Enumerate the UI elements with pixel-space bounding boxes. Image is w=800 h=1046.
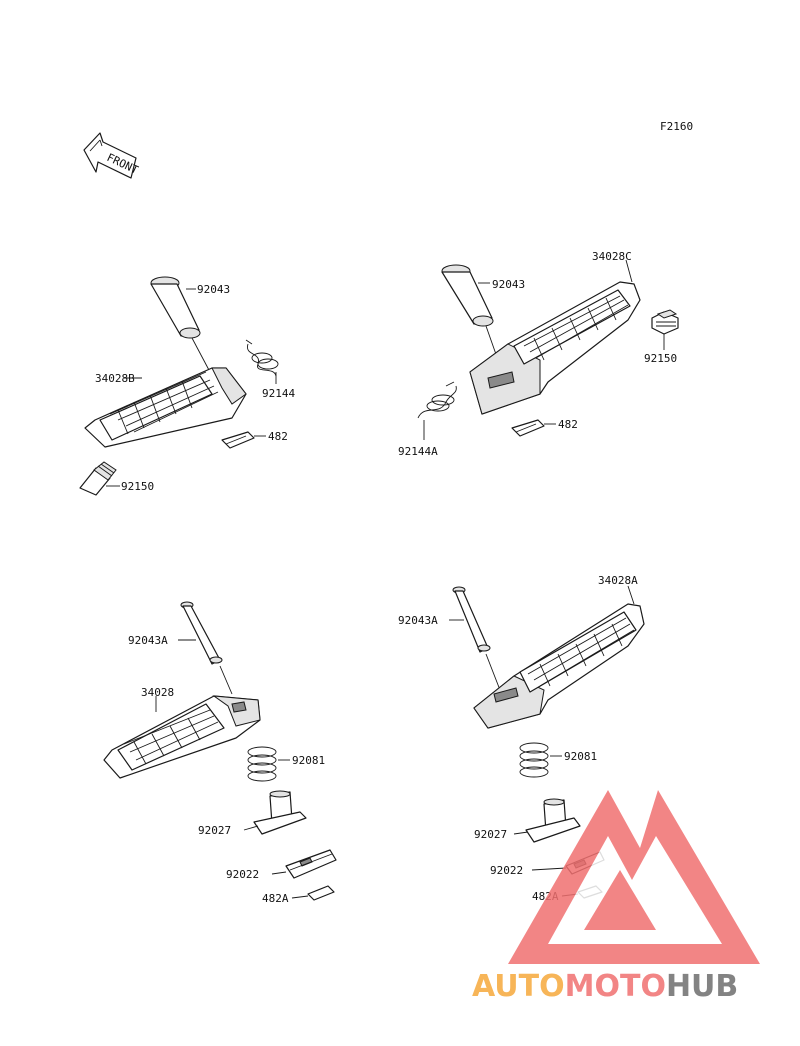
callout-92081-d: 92081 <box>564 750 597 763</box>
part-clip-482-a <box>221 431 255 449</box>
callout-34028C: 34028C <box>592 250 632 263</box>
callout-34028A: 34028A <box>598 574 638 587</box>
callout-92027-c: 92027 <box>198 824 231 837</box>
part-bracket-92027-c <box>253 790 307 835</box>
callout-34028: 34028 <box>141 686 174 699</box>
part-plate-92022-c <box>285 849 337 879</box>
part-spring-92081-d <box>519 742 549 778</box>
callout-92150-a: 92150 <box>121 480 154 493</box>
part-pin-92043-b <box>441 264 494 327</box>
front-arrow-icon: FRONT <box>83 132 141 179</box>
assembly-bottom-right: 92043A 34028A 92081 92027 <box>398 574 645 903</box>
part-spring-92081-c <box>247 746 277 782</box>
part-rubber-92150-a <box>79 461 117 496</box>
callout-92043A-d: 92043A <box>398 614 438 627</box>
watermark: AUTOMOTOHUB <box>472 790 760 1004</box>
callout-482-b: 482 <box>558 418 578 431</box>
callout-482-a: 482 <box>268 430 288 443</box>
part-spring-92144A <box>417 381 457 419</box>
callout-92043A-c: 92043A <box>128 634 168 647</box>
callout-92022-d: 92022 <box>490 864 523 877</box>
watermark-logo-icon <box>508 790 760 964</box>
part-footpeg-34028B <box>84 367 247 448</box>
assembly-bottom-left: 92043A 34028 92081 92027 <box>103 601 337 905</box>
part-spring-92144 <box>245 339 279 377</box>
assembly-top-right: 92043 34028C 92150 92144A <box>398 250 679 458</box>
callout-92022-c: 92022 <box>226 868 259 881</box>
callout-92144A-b: 92144A <box>398 445 438 458</box>
part-pin-92043A-c <box>180 601 223 665</box>
callout-482A-c: 482A <box>262 892 289 905</box>
callout-92043-b: 92043 <box>492 278 525 291</box>
part-pin-92043-a <box>150 276 201 339</box>
callout-92144: 92144 <box>262 387 295 400</box>
callout-92043-a: 92043 <box>197 283 230 296</box>
svg-text:AUTOMOTOHUB: AUTOMOTOHUB <box>472 969 738 1004</box>
callout-92081-c: 92081 <box>292 754 325 767</box>
part-footpeg-34028 <box>103 695 261 779</box>
figure-code: F2160 <box>660 120 693 133</box>
watermark-brand-hub: HUB <box>666 969 738 1004</box>
watermark-brand-auto: AUTO <box>472 969 565 1004</box>
callout-34028B: 34028B <box>95 372 135 385</box>
assembly-top-left: 92043 34028B 92144 482 <box>79 276 295 496</box>
part-footpeg-34028A <box>473 603 645 729</box>
part-footpeg-34028C <box>469 281 641 415</box>
callout-92150-b: 92150 <box>644 352 677 365</box>
watermark-brand-moto: MOTO <box>565 969 666 1004</box>
part-clip-482-b <box>511 419 545 437</box>
part-pin-92043A-d <box>452 586 491 653</box>
callout-92027-d: 92027 <box>474 828 507 841</box>
part-bracket-92027-d <box>525 798 581 843</box>
part-rubber-92150-b <box>651 309 679 335</box>
part-clip-482A-c <box>307 885 335 901</box>
